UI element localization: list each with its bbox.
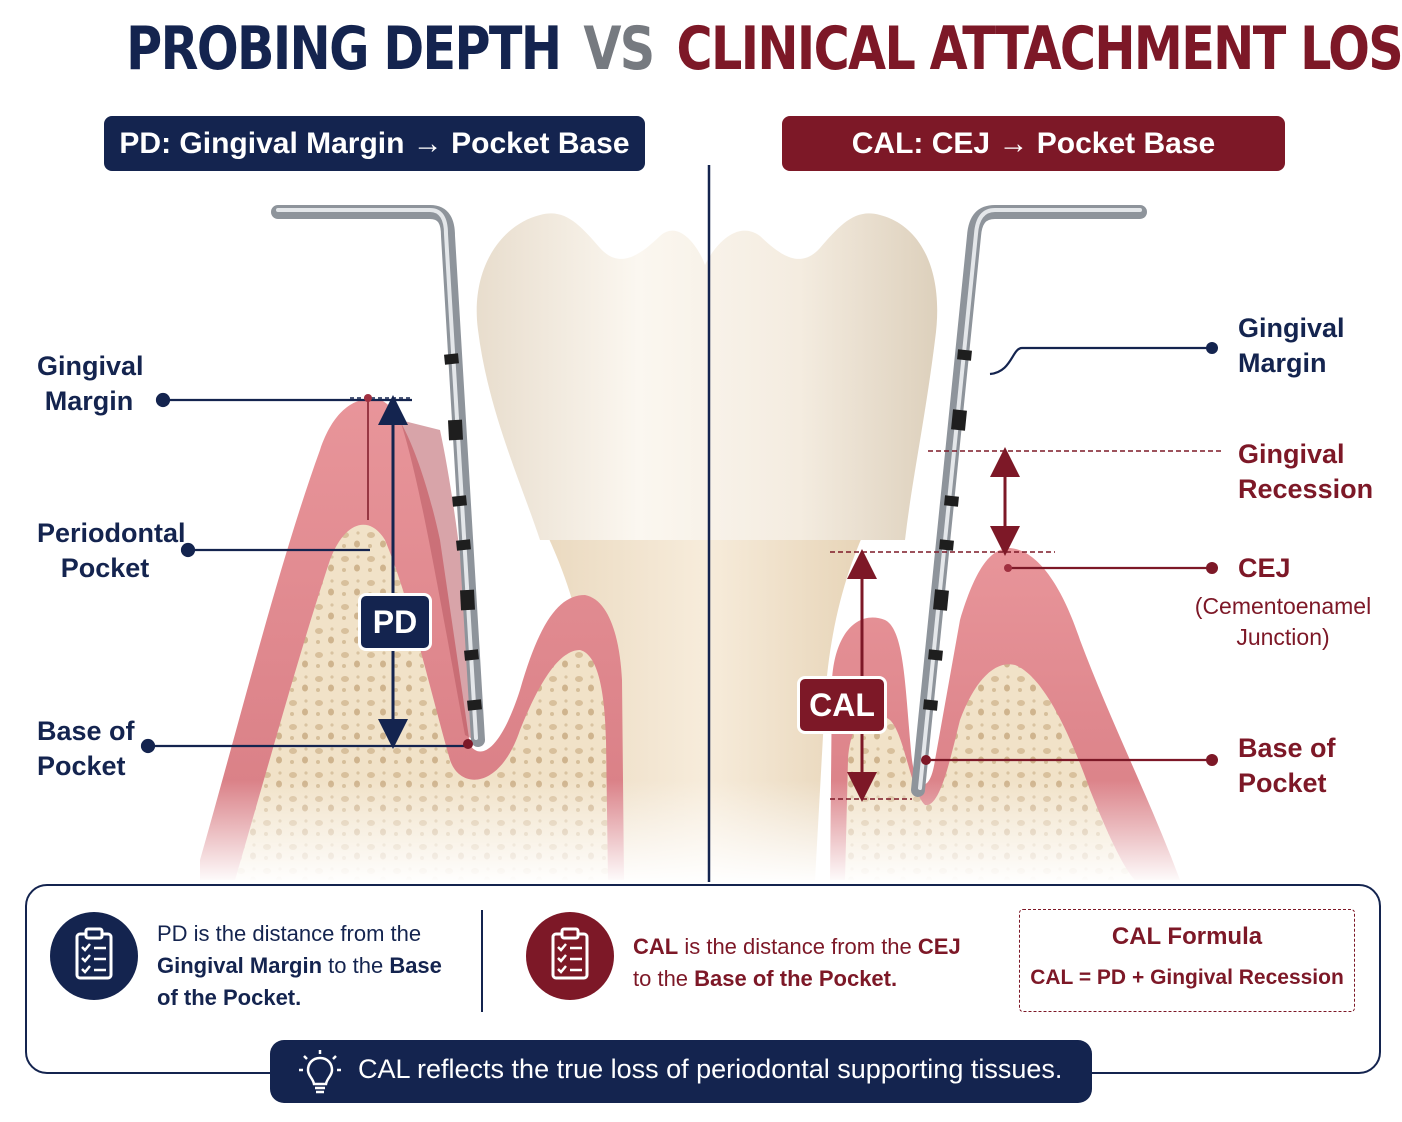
pd-definition-text: PD: Gingival Margin → Pocket Base — [119, 126, 630, 160]
footer-text: CAL reflects the true loss of periodonta… — [358, 1054, 1063, 1084]
cal-desc-text1: is the distance from the — [678, 934, 918, 959]
right-label-cej-fullname: (Cementoenamel Junction) — [1188, 591, 1378, 653]
left-pocket-shadow — [400, 420, 478, 742]
panel-divider — [481, 910, 483, 1012]
formula-equation: CAL = PD + Gingival Recession — [1020, 966, 1354, 990]
left-label-base-line2: Pocket — [37, 751, 126, 781]
left-label-pocket-line2: Pocket — [60, 553, 150, 583]
cej-full-line2: Junction) — [1236, 624, 1330, 650]
left-label-pocket-line1: Periodontal — [37, 518, 186, 548]
clipboard-checklist-icon — [50, 912, 138, 1000]
pd-desc-bold-base: Base — [389, 953, 442, 978]
pd-desc-to-the: to the — [322, 953, 390, 978]
right-label-gr-line1: Gingival — [1238, 439, 1345, 469]
pd-badge-text: PD — [372, 603, 418, 640]
clipboard-checklist-icon — [526, 912, 614, 1000]
right-label-cej: CEJ — [1238, 553, 1291, 583]
cal-desc-to-the: to the — [633, 966, 695, 991]
pd-desc-line1: PD is the distance from the — [157, 921, 422, 946]
right-label-base-of-pocket: Base of Pocket — [1238, 731, 1336, 801]
title-clinical-attachment-loss: CLINICAL ATTACHMENT LOSS — [676, 14, 1402, 84]
pd-description: PD is the distance from the Gingival Mar… — [157, 918, 442, 1014]
left-label-periodontal-pocket: Periodontal Pocket — [37, 516, 186, 586]
title-probing-depth: PROBING DEPTH — [126, 14, 562, 84]
formula-cal: CAL — [1030, 966, 1073, 989]
right-label-gr-line2: Recession — [1238, 474, 1374, 504]
title-vs: VS — [583, 14, 655, 84]
formula-plus: + — [1131, 966, 1145, 989]
formula-gingival-recession: Gingival Recession — [1150, 966, 1344, 989]
pd-definition-pill: PD: Gingival Margin → Pocket Base — [104, 116, 645, 171]
left-periodontal-probe — [271, 205, 485, 747]
tooth-crown — [476, 213, 938, 540]
right-label-base-line1: Base of — [1238, 733, 1336, 763]
cal-description: CAL is the distance from the CEJ to the … — [633, 931, 961, 995]
left-label-gingival-margin-line1: Gingival — [37, 351, 144, 381]
right-label-base-line2: Pocket — [1238, 768, 1327, 798]
cal-desc-bold-cal: CAL — [633, 934, 679, 959]
page-title: PROBING DEPTH VS CLINICAL ATTACHMENT LOSS — [126, 14, 1402, 84]
cal-definition-text: CAL: CEJ → Pocket Base — [851, 126, 1216, 160]
lightbulb-icon — [298, 1048, 342, 1096]
cal-desc-bold-base: Base of the Pocket. — [694, 966, 898, 991]
cal-definition-pill: CAL: CEJ → Pocket Base — [782, 116, 1285, 171]
left-label-gingival-margin-line2: Margin — [44, 386, 134, 416]
cal-badge-text: CAL — [809, 686, 875, 723]
cal-desc-bold-cej: CEJ — [917, 934, 961, 959]
left-label-base-line1: Base of — [37, 716, 135, 746]
right-label-gingival-margin: Gingival Margin — [1238, 311, 1345, 381]
pd-badge: PD — [358, 593, 432, 651]
pd-desc-bold-of-the-pocket: of the Pocket. — [157, 985, 302, 1010]
left-label-base-of-pocket: Base of Pocket — [37, 714, 135, 784]
pd-desc-bold-gingival-margin: Gingival Margin — [157, 953, 323, 978]
formula-equals: = — [1078, 966, 1092, 989]
left-label-gingival-margin: Gingival Margin — [37, 349, 144, 419]
right-periodontal-probe — [911, 205, 1147, 797]
left-leaders — [140, 392, 473, 754]
formula-title: CAL Formula — [1111, 923, 1263, 950]
diagram-fade — [180, 780, 1200, 884]
right-label-gingival-recession: Gingival Recession — [1238, 437, 1373, 507]
formula-pd: PD — [1096, 966, 1127, 989]
right-label-gm-line2: Margin — [1238, 348, 1327, 378]
right-leaders — [830, 342, 1222, 802]
cal-badge: CAL — [797, 676, 887, 734]
key-takeaway-pill: CAL reflects the true loss of periodonta… — [270, 1040, 1092, 1103]
cal-formula-box: CAL Formula CAL = PD + Gingival Recessio… — [1019, 909, 1355, 1012]
cej-full-line1: (Cementoenamel — [1194, 593, 1372, 619]
right-label-gm-line1: Gingival — [1238, 313, 1345, 343]
